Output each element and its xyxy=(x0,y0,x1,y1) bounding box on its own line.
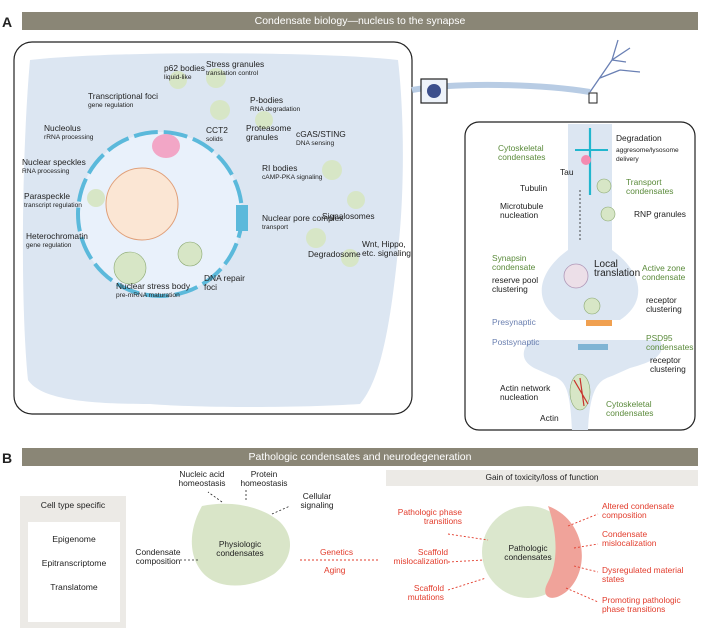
nucleic-acid-homeostasis: Nucleic acid homeostasis xyxy=(178,469,226,488)
label-proteasome: Proteasome granules xyxy=(246,123,292,142)
label-cytoskeletal-bottom: Cytoskeletal condensates xyxy=(606,399,654,418)
effect-item: Condensate mislocalization xyxy=(602,529,657,548)
label-psd95: PSD95 condensates xyxy=(646,333,694,352)
cellular-signaling: Cellular signaling xyxy=(300,491,334,510)
gain-of-toxicity-title: Gain of toxicity/loss of function xyxy=(485,472,599,482)
nuclear-pore-shape xyxy=(236,205,248,231)
effect-item: Dysregulated material states xyxy=(602,565,684,584)
label-degradation-sub: aggresome/lysosome delivery xyxy=(616,147,679,163)
physiologic-blob xyxy=(191,503,291,586)
label-presynaptic: Presynaptic xyxy=(492,317,536,327)
label-cytoskeletal-top: Cytoskeletal condensates xyxy=(498,143,546,162)
soma-icon xyxy=(427,84,441,98)
panel-a-letter: A xyxy=(2,14,13,30)
label-wnt-hippo: Wnt, Hippo, etc. signaling xyxy=(362,239,411,258)
panel-a-title: Condensate biology—nucleus to the synaps… xyxy=(22,12,698,30)
condensate-composition: Condensate composition xyxy=(135,547,181,566)
dna-repair-shape xyxy=(177,241,203,267)
nucleolus-shape xyxy=(105,167,179,241)
effect-item: Promoting pathologic phase transitions xyxy=(602,595,681,614)
dendrites xyxy=(589,39,641,93)
label-receptor-1: receptor clustering xyxy=(646,295,682,314)
label-tau: Tau xyxy=(560,167,574,177)
protein-homeostasis: Protein homeostasis xyxy=(240,469,288,488)
label-degradosome: Degradosome xyxy=(308,249,361,259)
label-reserve: reserve pool clustering xyxy=(492,275,539,294)
cell-type-item: Epigenome xyxy=(52,534,96,544)
label-dna-repair: DNA repair foci xyxy=(204,273,245,292)
terminal-inset-box xyxy=(588,92,598,104)
stress-body-shape xyxy=(113,251,147,285)
label-postsynaptic: Postsynaptic xyxy=(492,337,540,347)
pathologic-green-circle xyxy=(482,506,574,598)
label-receptor-2: receptor clustering xyxy=(650,355,686,374)
speckle-shape xyxy=(87,189,105,207)
effect-item: Altered condensate composition xyxy=(602,501,675,520)
aging-label: Aging xyxy=(324,565,346,575)
label-actin: Actin xyxy=(540,413,559,423)
pathologic-red-lobe xyxy=(545,506,582,598)
label-rnp: RNP granules xyxy=(634,209,686,219)
label-tubulin: Tubulin xyxy=(520,183,548,193)
panel-b-letter: B xyxy=(2,450,13,466)
cell-type-item: Translatome xyxy=(50,582,98,592)
label-signalosomes: Signalosomes xyxy=(322,211,375,221)
dendrite-spine xyxy=(523,340,662,430)
label-degradation: Degradation xyxy=(616,133,662,143)
genetics-label: Genetics xyxy=(320,547,354,557)
panel-b-title: Pathologic condensates and neurodegenera… xyxy=(22,448,698,466)
cell-type-item: Epitranscriptome xyxy=(41,558,107,568)
physiologic-label: Physiologic condensates xyxy=(216,539,264,558)
cell-type-title: Cell type specific xyxy=(40,500,106,510)
label-transport: Transport condensates xyxy=(626,177,674,196)
cause-item: Pathologic phase transitions xyxy=(397,507,462,526)
cause-item: Scaffold mutations xyxy=(407,583,444,602)
label-microtubule: Microtubule nucleation xyxy=(500,201,544,220)
label-active-zone: Active zone condensate xyxy=(642,263,686,282)
pathologic-label: Pathologic condensates xyxy=(504,543,552,562)
label-synapsin: Synapsin condensate xyxy=(492,253,536,272)
label-local-translation: Local translation xyxy=(594,259,641,279)
gain-box xyxy=(386,470,698,486)
label-actin-network: Actin network nucleation xyxy=(500,383,551,402)
transcriptional-foci-shape xyxy=(152,134,180,158)
cause-item: Scaffold mislocalization xyxy=(393,547,448,566)
